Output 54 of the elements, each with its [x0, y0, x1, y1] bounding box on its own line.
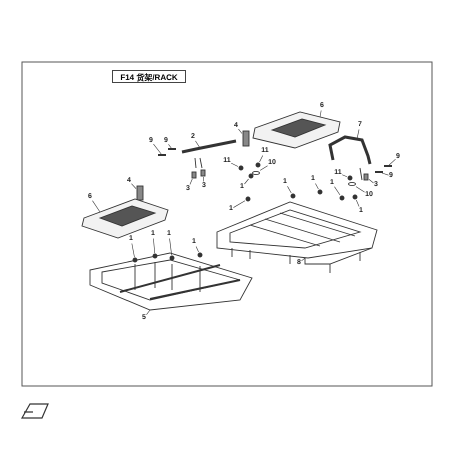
nut-drawing [248, 174, 254, 178]
leader-line [233, 200, 246, 208]
leader-line [230, 162, 238, 167]
nut-drawing [198, 252, 202, 258]
washer-drawing [252, 170, 260, 176]
cargo-mat-drawing [81, 198, 169, 238]
leader-line [356, 129, 360, 140]
leader-line [244, 178, 249, 184]
leader-line [92, 200, 100, 212]
title-box: F14 货架/RACK [112, 70, 186, 83]
nut-drawing [256, 162, 260, 168]
nut-drawing [132, 258, 138, 262]
clip-drawing [200, 170, 206, 176]
nut-drawing [290, 194, 296, 198]
cargo-mat-drawing [252, 112, 341, 148]
leader-line [195, 140, 200, 148]
leader-line [342, 174, 348, 178]
cargo-rack-drawing [216, 202, 378, 274]
leader-line [190, 178, 193, 185]
leader-line [153, 238, 156, 254]
clip-drawing [192, 172, 196, 178]
leader-line [132, 243, 135, 258]
leader-line [388, 158, 396, 166]
leader-line [287, 186, 292, 194]
washer-drawing [348, 182, 356, 186]
leader-line [131, 183, 136, 189]
nut-drawing [238, 166, 244, 170]
nut-drawing [318, 190, 322, 194]
nut-drawing [152, 254, 158, 258]
handlebar-drawing [182, 140, 236, 168]
leader-line [334, 186, 340, 196]
bracket-drawing [242, 130, 250, 146]
nut-drawing [246, 196, 250, 202]
leader-line [315, 183, 319, 190]
leader-line [238, 128, 242, 134]
leader-line [259, 155, 264, 162]
leader-line [196, 246, 199, 252]
handlebar-drawing [328, 135, 372, 180]
leader-line [382, 172, 389, 176]
leader-line [356, 200, 360, 207]
leader-line [301, 258, 306, 262]
leader-line [153, 144, 162, 154]
leader-line [368, 179, 374, 184]
leader-line [168, 144, 172, 148]
cargo-rack-drawing [90, 252, 253, 310]
bracket-drawing [136, 186, 144, 200]
leader-line [356, 186, 365, 192]
leader-line [146, 310, 150, 316]
nut-drawing [352, 194, 358, 200]
leader-line [260, 165, 268, 171]
leader-line [320, 110, 322, 118]
leader-line [203, 176, 204, 182]
nut-drawing [340, 196, 344, 200]
leader-line [169, 238, 172, 256]
